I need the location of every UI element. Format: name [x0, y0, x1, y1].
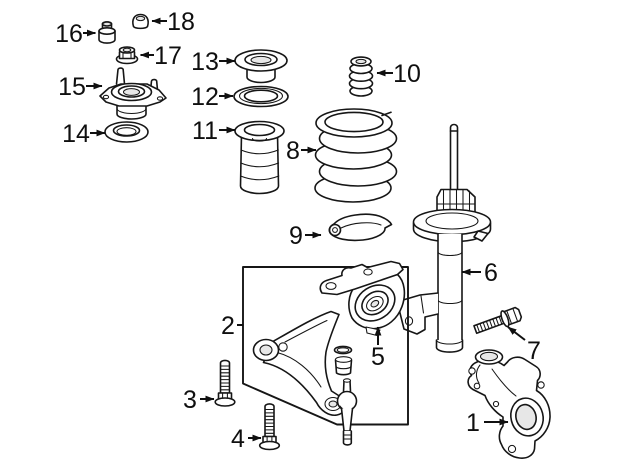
callout-9: 9	[289, 222, 322, 250]
callout-4: 4	[231, 425, 262, 453]
callout-15: 15	[58, 73, 103, 101]
part-5-bushing-drawing	[319, 260, 406, 337]
part-6-strut-drawing	[398, 123, 492, 353]
callout-7-leader	[507, 326, 526, 341]
callout-3-number: 3	[183, 386, 197, 414]
callout-6: 6	[461, 259, 498, 287]
part-17-flange-nut-drawing	[115, 46, 139, 65]
part-13-spring-cushion-drawing	[234, 49, 288, 84]
callout-11-number: 11	[192, 117, 218, 145]
callout-10-number: 10	[393, 60, 421, 88]
part-14-bearing-ring-drawing	[104, 121, 149, 143]
callout-7: 7	[507, 326, 541, 365]
callout-12: 12	[191, 83, 234, 111]
callout-2-number: 2	[221, 312, 235, 340]
callout-2: 2	[221, 312, 244, 340]
callout-14: 14	[62, 120, 106, 148]
callout-8: 8	[286, 137, 317, 165]
callout-7-number: 7	[527, 337, 541, 365]
callout-9-number: 9	[289, 222, 303, 250]
callout-4-number: 4	[231, 425, 245, 453]
control-arm-drawing	[252, 310, 347, 417]
callout-11: 11	[192, 117, 236, 145]
part-15-strut-mount-drawing	[99, 67, 167, 120]
part-18-grommet-drawing	[132, 13, 149, 30]
part-12-spring-seat-ring-drawing	[233, 85, 289, 108]
part-10-bump-stop-drawing	[348, 56, 374, 97]
ball-joint-parts-drawing	[333, 345, 358, 446]
callout-1-number: 1	[466, 409, 480, 437]
part-9-lower-spring-seat-drawing	[328, 213, 393, 242]
part-16-cap-nut-drawing	[98, 21, 116, 44]
callout-3: 3	[183, 386, 215, 414]
callout-17: 17	[140, 42, 182, 70]
callout-5: 5	[371, 326, 385, 371]
callout-16-number: 16	[55, 20, 83, 48]
part-2-control-arm-box	[242, 260, 409, 446]
callout-18-number: 18	[167, 8, 195, 36]
callout-10: 10	[376, 60, 421, 88]
callout-5-number: 5	[371, 343, 385, 371]
callout-13-number: 13	[191, 48, 219, 76]
callout-18: 18	[151, 8, 195, 36]
part-4-bolt-drawing	[258, 403, 281, 451]
part-3-bolt-drawing	[214, 359, 236, 407]
callout-13: 13	[191, 48, 236, 76]
callout-17-number: 17	[154, 42, 182, 70]
callout-15-number: 15	[58, 73, 86, 101]
callout-16: 16	[55, 20, 96, 48]
part-7-flange-bolt-drawing	[473, 306, 523, 335]
part-1-steering-knuckle-drawing	[467, 349, 551, 459]
callout-14-number: 14	[62, 120, 90, 148]
part-11-dust-cover-drawing	[234, 120, 285, 195]
part-8-coil-spring-drawing	[314, 108, 398, 203]
callout-8-number: 8	[286, 137, 300, 165]
callout-6-number: 6	[484, 259, 498, 287]
callout-12-number: 12	[191, 83, 219, 111]
callout-1: 1	[466, 409, 509, 437]
